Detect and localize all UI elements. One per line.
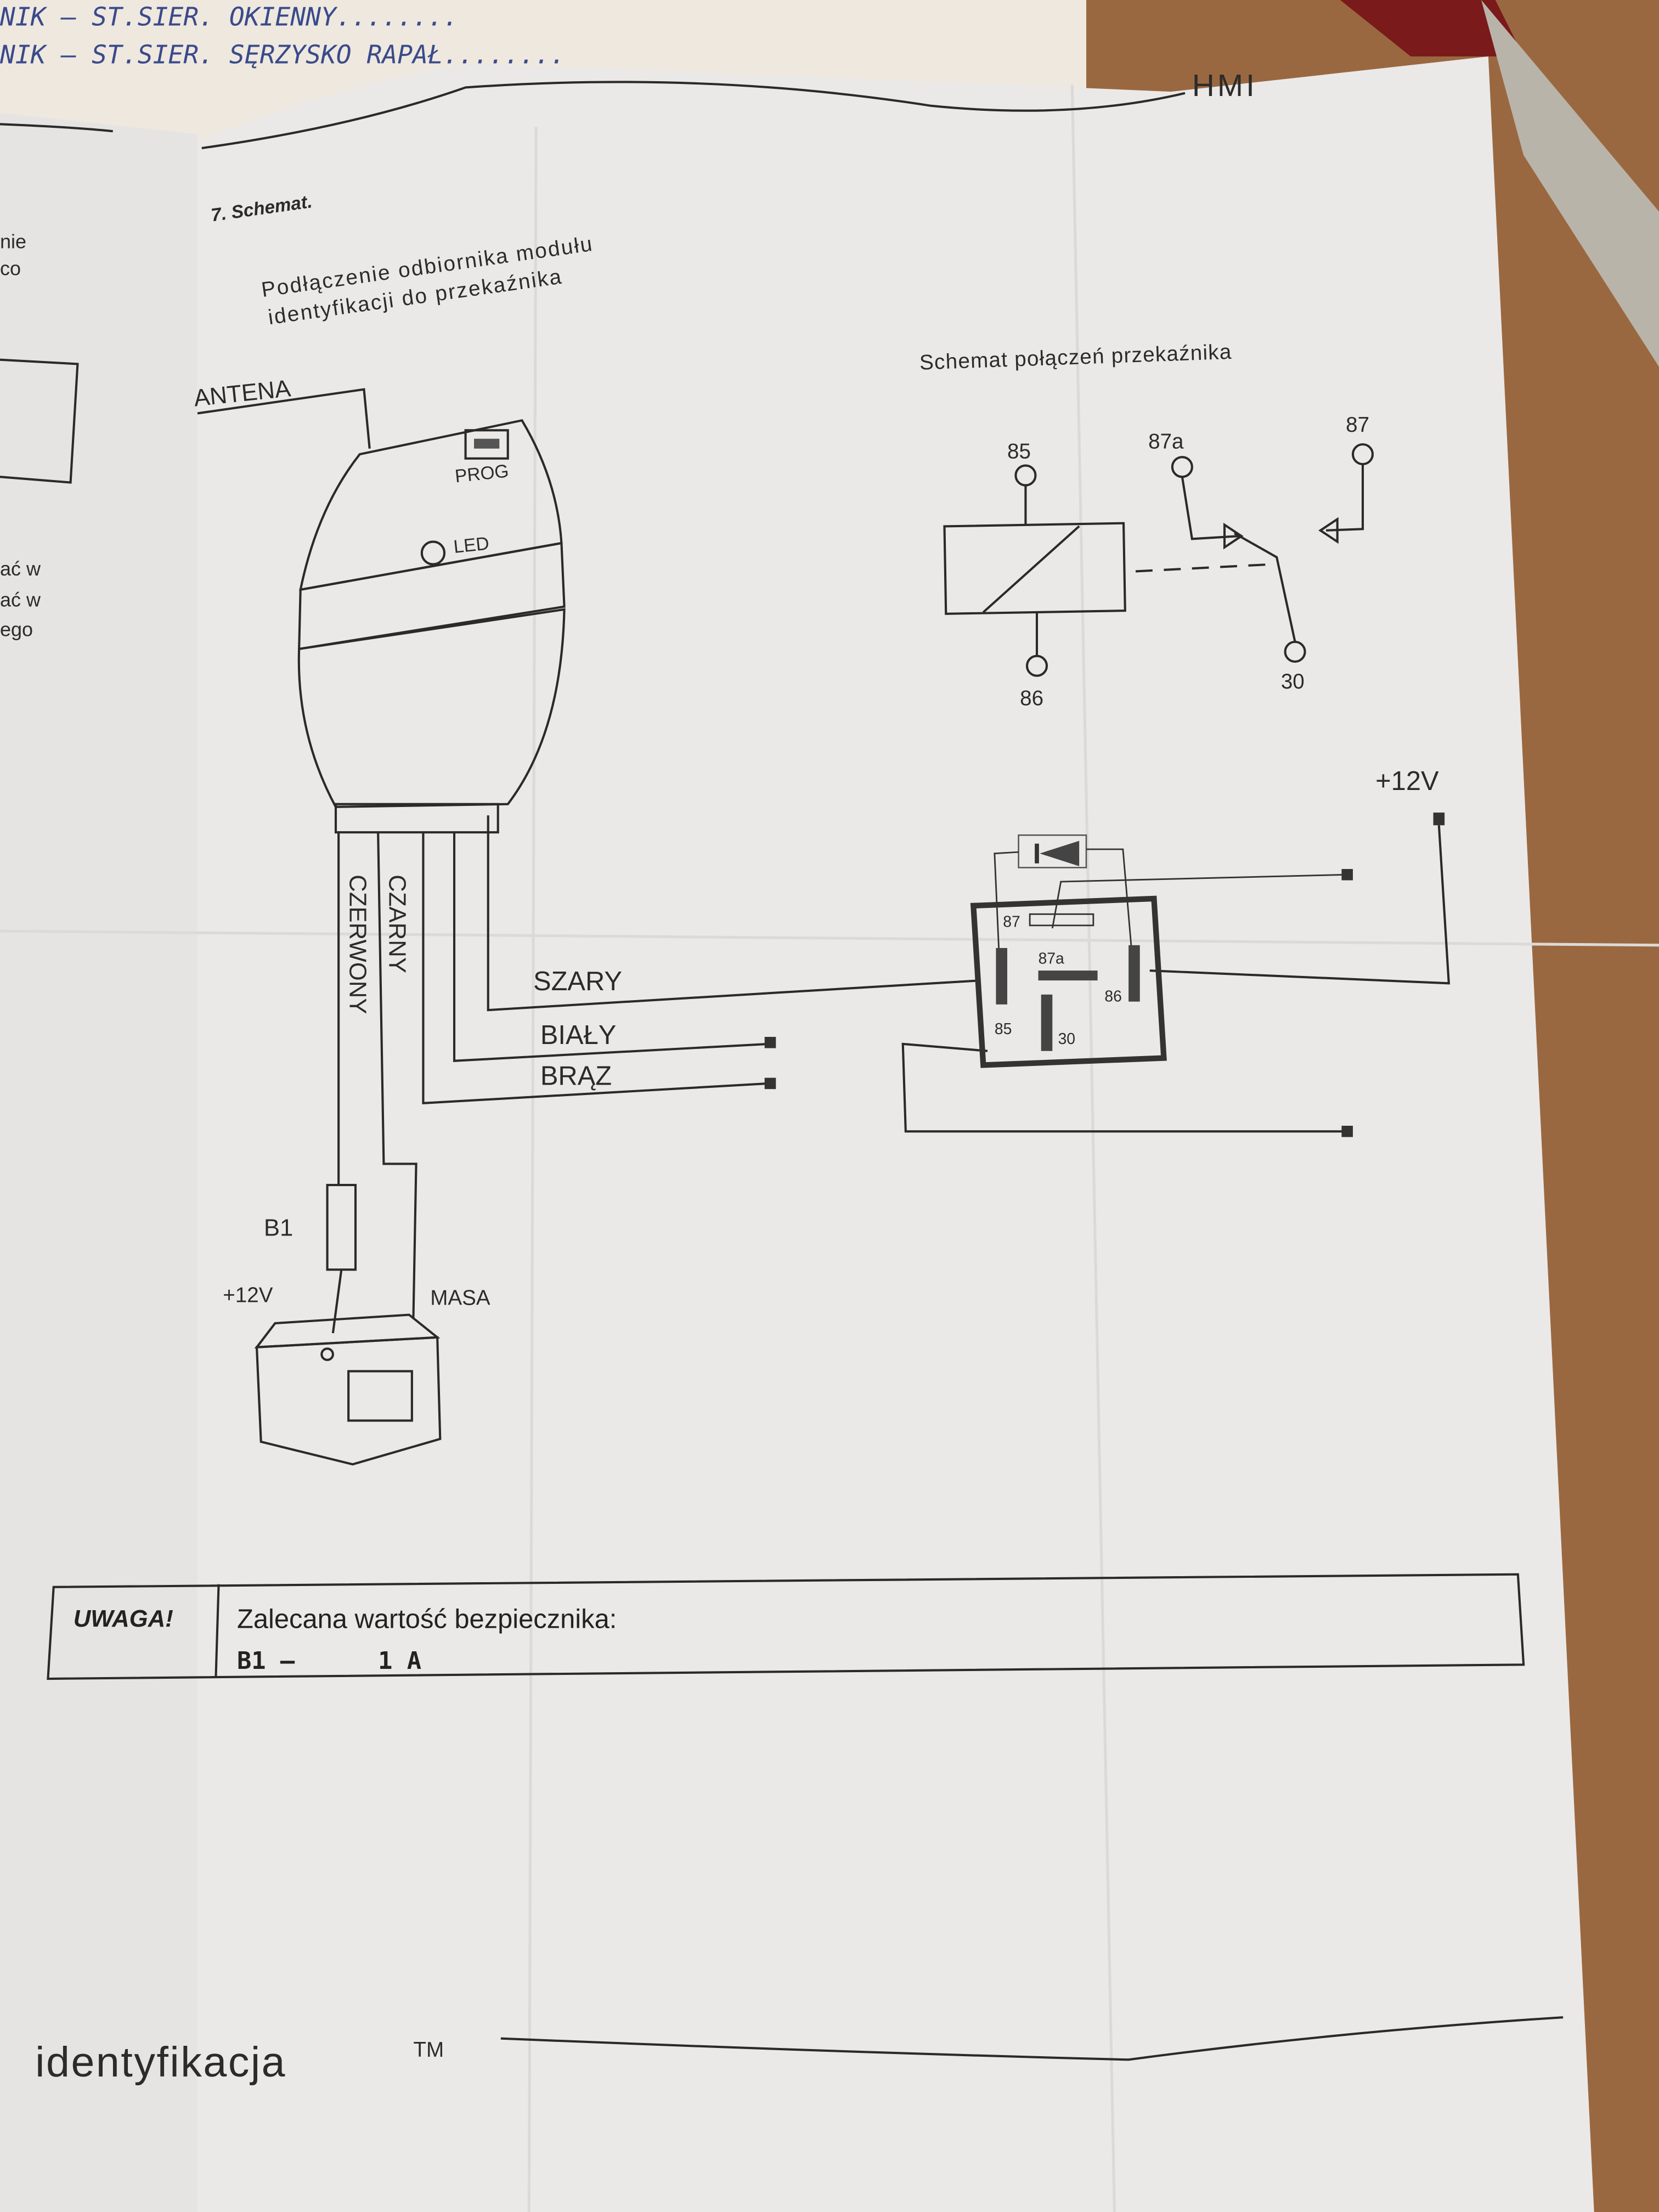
relay-coil bbox=[943, 522, 1126, 615]
white-wire bbox=[453, 832, 769, 1062]
text-fragment: ego bbox=[0, 618, 33, 641]
red-tool-handle bbox=[1340, 0, 1524, 57]
wire-label-brown: BRĄZ bbox=[540, 1061, 612, 1091]
antenna-wire bbox=[197, 388, 371, 449]
text-fragment: ać w bbox=[0, 589, 41, 611]
pin-30 bbox=[1284, 640, 1306, 663]
wire-label-grey: SZARY bbox=[533, 967, 622, 996]
fuse-value: 1 A bbox=[378, 1647, 421, 1675]
metal-tool bbox=[1481, 0, 1659, 367]
wire-label-red: CZERWONY bbox=[345, 874, 371, 1014]
socket-pin-30: 30 bbox=[1058, 1030, 1075, 1047]
notice-label: UWAGA! bbox=[74, 1605, 173, 1632]
pin-86 bbox=[1025, 654, 1048, 677]
left-header-line bbox=[0, 123, 113, 133]
footer-line bbox=[500, 2016, 1564, 2061]
socket-pin-85: 85 bbox=[995, 1020, 1012, 1037]
ground-label: MASA bbox=[430, 1286, 490, 1310]
brand-logo: identyfikacja bbox=[35, 2039, 286, 2086]
wire-label-white: BIAŁY bbox=[540, 1020, 616, 1050]
socket-pin-87: 87 bbox=[1003, 912, 1020, 930]
receiver-module bbox=[297, 419, 566, 834]
output-terminal bbox=[1341, 869, 1353, 881]
fuse-label: B1 bbox=[264, 1215, 293, 1242]
supply-terminal bbox=[1433, 812, 1445, 826]
left-box bbox=[0, 358, 79, 484]
output-wire bbox=[1051, 873, 1347, 929]
handwritten-line: NIK – ST.SIER. OKIENNY........ bbox=[0, 2, 459, 31]
contact-87a bbox=[1181, 476, 1239, 540]
supply-wire bbox=[1149, 825, 1451, 985]
prog-button bbox=[464, 429, 509, 460]
wire-terminal bbox=[764, 1037, 776, 1048]
led-icon bbox=[420, 540, 446, 566]
left-page bbox=[0, 112, 198, 2212]
notice-box bbox=[47, 1573, 1525, 1680]
main-page bbox=[198, 56, 1594, 2212]
pin30-wire bbox=[901, 1042, 1347, 1133]
pin30-terminal bbox=[1341, 1126, 1353, 1137]
grey-wire bbox=[487, 815, 981, 1012]
led-label: LED bbox=[453, 533, 490, 557]
trademark: TM bbox=[413, 2038, 444, 2062]
mechanical-link bbox=[1135, 563, 1273, 573]
pin-label-87a: 87a bbox=[1148, 430, 1184, 454]
pin-label-87: 87 bbox=[1346, 413, 1369, 437]
text-fragment: nie bbox=[0, 230, 26, 253]
socket-pin-86: 86 bbox=[1104, 988, 1121, 1005]
socket-pin-87a: 87a bbox=[1039, 949, 1064, 967]
pin-label-85: 85 bbox=[1007, 440, 1031, 464]
text-fragment: ać w bbox=[0, 557, 41, 580]
pin-label-30: 30 bbox=[1281, 670, 1305, 693]
relay-socket bbox=[970, 834, 1167, 1068]
fold-line bbox=[1070, 84, 1116, 2212]
pin-label-86: 86 bbox=[1020, 687, 1043, 710]
notice-text: Zalecana wartość bezpiecznika: bbox=[237, 1604, 617, 1634]
battery-icon bbox=[254, 1313, 442, 1466]
brown-wire bbox=[422, 832, 769, 1105]
wire-label-black: CZARNY bbox=[384, 874, 411, 973]
fuse-name: B1 – bbox=[237, 1647, 295, 1675]
switch-arm bbox=[1233, 532, 1296, 642]
wire-terminal bbox=[764, 1077, 776, 1090]
fold-line bbox=[527, 127, 538, 2212]
prog-button-face bbox=[474, 438, 500, 449]
battery-plus-label: +12V bbox=[223, 1283, 273, 1307]
text-fragment: co bbox=[0, 257, 21, 279]
header-curve bbox=[201, 81, 1186, 150]
hmi-logo: HMI bbox=[1192, 68, 1257, 103]
fold-line bbox=[0, 929, 1659, 947]
black-wire bbox=[377, 832, 417, 1319]
supply-label: +12V bbox=[1375, 766, 1439, 796]
